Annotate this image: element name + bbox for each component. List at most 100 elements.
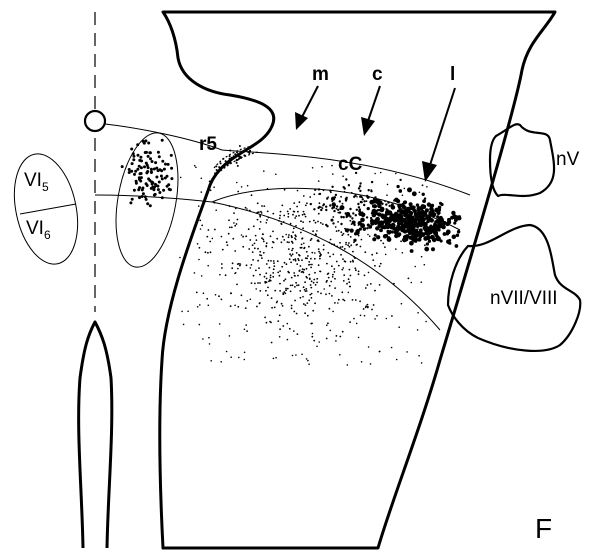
cell-dot [268,217,270,219]
cell-dot [306,251,308,253]
cell-dot [358,273,360,275]
cell-dot [396,359,398,361]
cell-dot [150,168,153,171]
cell-dot [350,244,352,246]
cell-dot [268,260,270,262]
cell-dot [374,318,376,320]
cell-dot [297,211,299,213]
cell-dot [371,254,373,256]
cell-dot [279,217,281,219]
cell-dot [436,236,441,241]
cell-dot [279,283,281,285]
cell-dot [314,302,316,304]
cell-dot [369,235,371,237]
cell-dot [287,339,289,341]
cell-dot [301,354,303,356]
cell-dot [237,306,239,308]
cell-dot [318,264,320,266]
cell-dot [380,172,382,174]
cell-dot [305,216,307,218]
cell-dot [289,328,291,330]
cell-dot [270,235,272,237]
cell-dot [355,269,357,271]
cell-dot [292,284,294,286]
cell-dot [288,234,290,236]
cell-dot [327,252,329,254]
cell-dot [419,192,421,194]
cell-dot [329,204,331,206]
cell-dot [329,293,331,295]
cell-dot [302,296,304,298]
midline-circle [85,111,105,131]
cell-dot [237,159,239,161]
cell-dot [335,226,337,228]
cell-dot [208,337,210,339]
cell-dot [385,208,387,210]
arrow-c [361,86,380,136]
cell-dot [270,260,272,262]
cell-dot [264,276,266,278]
cell-dot [428,218,432,222]
cell-dot [339,354,341,356]
cell-dot [334,196,336,198]
cell-dot [325,293,327,295]
cell-dot [311,336,313,338]
cell-dot [202,338,204,340]
cell-dot [297,258,299,260]
cell-dot [245,207,247,209]
cell-dot [310,284,312,286]
cell-dot [310,203,312,205]
cell-dot [331,265,333,267]
cell-dot [161,177,164,180]
cell-dot [309,278,311,280]
cell-dot [238,357,240,359]
cell-dot [272,272,274,274]
cell-dot [297,333,299,335]
cell-dot [166,185,169,188]
cell-dot [259,254,261,256]
label-VI5: VI5 [24,170,49,194]
cell-dot [201,225,203,227]
cell-dot [141,188,144,191]
cell-dot [138,176,141,179]
cell-dot [306,258,308,260]
cell-dot [151,160,154,163]
cell-dot [158,181,161,184]
cell-dot [272,276,274,278]
cell-dot [158,155,161,158]
cell-dot [305,288,307,290]
cell-dot [422,184,424,186]
cell-dot [228,219,230,221]
cell-dot [404,188,406,190]
cell-dot [294,300,296,302]
cell-dot [229,335,231,337]
cell-dot [246,264,248,266]
cell-dot [260,221,262,223]
cell-dot [280,211,282,213]
cell-dot [315,233,317,235]
cell-dot [406,228,410,232]
cell-dot [329,308,331,310]
cell-dot [214,202,216,204]
cell-dot [306,268,308,270]
cell-dot [291,305,293,307]
cell-dot [402,252,404,254]
cell-dot [266,278,268,280]
cell-dot [261,257,263,259]
cell-dot [201,275,203,277]
cell-dot [333,268,335,270]
cell-dot [271,247,273,249]
cell-dot [353,239,356,242]
cell-dot [342,246,344,248]
cell-dot [219,323,221,325]
cell-dot [376,252,378,254]
cell-dot [234,225,236,227]
cell-dot [428,240,431,243]
cell-dot [343,267,345,269]
cell-dot [318,341,320,343]
cell-dot [207,265,209,267]
cell-dot [342,203,344,205]
arrow-m [295,86,318,130]
cell-dot [344,248,346,250]
